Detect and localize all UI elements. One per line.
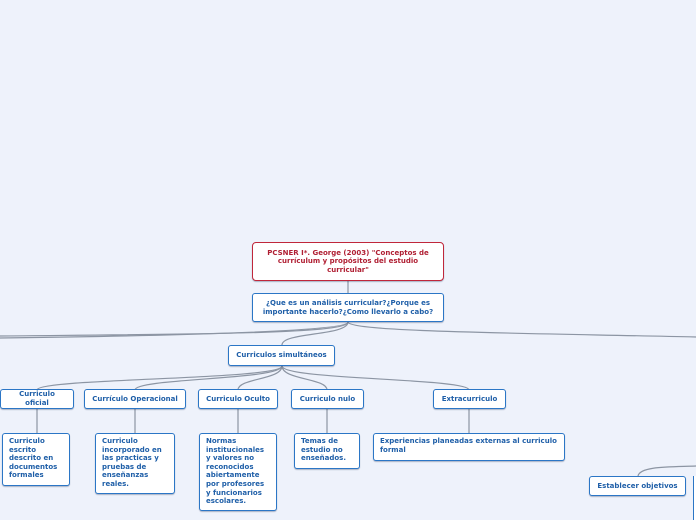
detail-operacional-text: Curriculo incorporado en las practicas y… — [102, 437, 162, 488]
question-topic-label: ¿Que es un análisis curricular?¿Porque e… — [262, 298, 434, 316]
simultaneos-topic-label: Curriculos simultáneos — [236, 351, 327, 360]
offscreen-node-edge — [693, 476, 696, 520]
branch-nulo[interactable]: Curriculo nulo — [291, 389, 364, 409]
branch-nulo-label: Curriculo nulo — [299, 394, 356, 403]
branch-operacional-label: Currículo Operacional — [92, 394, 178, 403]
question-topic[interactable]: ¿Que es un análisis curricular?¿Porque e… — [252, 293, 444, 322]
detail-nulo[interactable]: Temas de estudio no enseñados. — [294, 433, 360, 469]
objetivos-topic[interactable]: Establecer objetivos — [589, 476, 686, 496]
detail-oculto[interactable]: Normas institucionales y valores no reco… — [199, 433, 277, 511]
branch-oculto[interactable]: Curriculo Oculto — [198, 389, 278, 409]
branch-operacional[interactable]: Currículo Operacional — [84, 389, 186, 409]
root-topic-label: PCSNER I*. George (2003) "Conceptos de c… — [267, 248, 429, 274]
branch-oficial-label: Curriculo oficial — [19, 390, 55, 407]
detail-oficial-text: Curriculo escrito descrito en documentos… — [9, 437, 58, 480]
detail-operacional[interactable]: Curriculo incorporado en las practicas y… — [95, 433, 175, 494]
branch-extracurriculo-label: Extracurriculo — [441, 394, 498, 403]
detail-nulo-text: Temas de estudio no enseñados. — [301, 437, 346, 463]
branch-oficial[interactable]: Curriculo oficial — [0, 389, 74, 409]
detail-oficial[interactable]: Curriculo escrito descrito en documentos… — [2, 433, 70, 486]
detail-oculto-text: Normas institucionales y valores no reco… — [206, 437, 265, 506]
objetivos-topic-label: Establecer objetivos — [597, 481, 678, 490]
detail-extracurriculo[interactable]: Experiencias planeadas externas al curri… — [373, 433, 565, 461]
simultaneos-topic[interactable]: Curriculos simultáneos — [228, 345, 335, 366]
root-topic[interactable]: PCSNER I*. George (2003) "Conceptos de c… — [252, 242, 444, 281]
branch-oculto-label: Curriculo Oculto — [206, 394, 270, 403]
detail-extracurriculo-text: Experiencias planeadas externas al curri… — [380, 437, 557, 454]
branch-extracurriculo[interactable]: Extracurriculo — [433, 389, 506, 409]
